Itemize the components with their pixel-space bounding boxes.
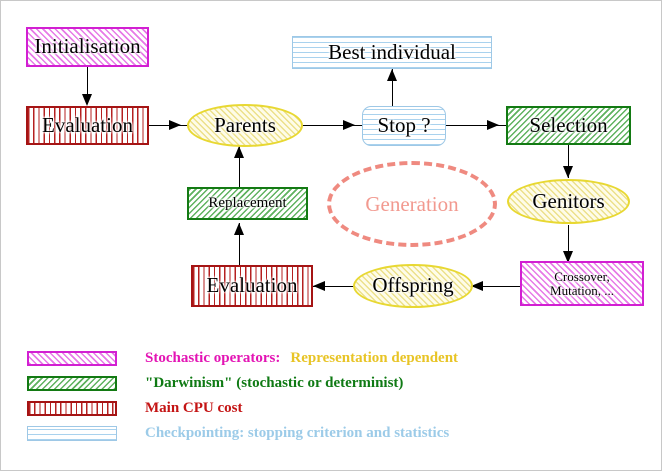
evaluation-bottom-label: Evaluation bbox=[206, 273, 298, 298]
legend-text-main-cpu-cost: Main CPU cost bbox=[145, 400, 243, 417]
crossover-mutation-label: Crossover, Mutation, ... bbox=[550, 268, 614, 298]
parents-label: Parents bbox=[214, 112, 276, 137]
arrowhead-right-selection bbox=[487, 120, 499, 130]
node-best-individual[interactable]: Best individual bbox=[292, 36, 492, 69]
arrowhead-right-parents bbox=[169, 120, 181, 130]
edge-genitors-to-crossover bbox=[568, 225, 569, 261]
node-offspring[interactable]: Offspring bbox=[353, 264, 473, 308]
arrowhead-left-evaluation-bottom bbox=[313, 281, 325, 291]
legend-label-darwinism: "Darwinism" (stochastic or determinist) bbox=[145, 374, 404, 391]
legend-row-stochastic-operators: Stochastic operators: Representation depe… bbox=[27, 347, 458, 369]
node-selection[interactable]: Selection bbox=[506, 106, 631, 145]
edge-initialisation-to-evaluation bbox=[87, 67, 88, 96]
edge-parents-to-stop bbox=[301, 125, 363, 126]
node-evaluation-bottom[interactable]: Evaluation bbox=[191, 265, 313, 307]
legend-text-stochastic-operators: Stochastic operators: Representation depe… bbox=[145, 350, 458, 367]
legend-label-main-cpu-cost: Main CPU cost bbox=[145, 399, 243, 416]
selection-label: Selection bbox=[529, 112, 608, 137]
generation-label: Generation bbox=[365, 191, 459, 216]
arrowhead-down-initialisation bbox=[82, 94, 92, 106]
arrowhead-right-stop bbox=[343, 120, 355, 130]
legend-row-main-cpu-cost: Main CPU cost bbox=[27, 397, 243, 419]
edge-offspring-to-evaluation bbox=[313, 286, 357, 287]
node-replacement[interactable]: Replacement bbox=[187, 187, 308, 220]
node-initialisation[interactable]: Initialisation bbox=[26, 27, 149, 67]
node-crossover-mutation[interactable]: Crossover, Mutation, ... bbox=[520, 261, 644, 306]
edge-crossover-to-offspring bbox=[471, 286, 523, 287]
node-stop[interactable]: Stop ? bbox=[362, 106, 446, 146]
evaluation-top-label: Evaluation bbox=[42, 112, 133, 137]
legend-swatch-magenta-hatch bbox=[27, 350, 117, 366]
stop-label: Stop ? bbox=[377, 113, 431, 138]
arrowhead-down-genitors bbox=[563, 166, 573, 178]
legend-swatch-red-vertical bbox=[27, 400, 117, 416]
legend-row-darwinism: "Darwinism" (stochastic or determinist) bbox=[27, 372, 403, 394]
legend-row-checkpointing: Checkpointing: stopping criterion and st… bbox=[27, 422, 449, 444]
legend-label-representation-dependent: Representation dependent bbox=[290, 349, 459, 366]
generation-ellipse: Generation bbox=[327, 161, 497, 247]
arrowhead-up-parents bbox=[234, 146, 244, 158]
edge-replacement-to-parents bbox=[239, 146, 240, 188]
legend-text-checkpointing: Checkpointing: stopping criterion and st… bbox=[145, 425, 449, 442]
legend-label-stochastic-operators: Stochastic operators: bbox=[145, 349, 281, 366]
arrowhead-up-replacement bbox=[234, 223, 244, 235]
edge-stop-to-selection bbox=[445, 125, 507, 126]
legend-swatch-green-hatch bbox=[27, 375, 117, 391]
node-genitors[interactable]: Genitors bbox=[507, 179, 630, 224]
edge-evaluation-to-replacement bbox=[239, 223, 240, 265]
offspring-label: Offspring bbox=[372, 273, 454, 298]
arrowhead-up-best-individual bbox=[387, 69, 397, 81]
edge-selection-to-genitors bbox=[568, 144, 569, 178]
best-individual-label: Best individual bbox=[328, 39, 456, 64]
node-evaluation-top[interactable]: Evaluation bbox=[26, 106, 149, 145]
edge-stop-to-best-individual bbox=[392, 69, 393, 107]
arrowhead-down-crossover bbox=[563, 251, 573, 263]
legend-label-checkpointing: Checkpointing: stopping criterion and st… bbox=[145, 424, 450, 441]
legend-swatch-blue-horizontal bbox=[27, 425, 117, 441]
replacement-label: Replacement bbox=[208, 194, 287, 211]
legend-text-darwinism: "Darwinism" (stochastic or determinist) bbox=[145, 375, 403, 392]
initialisation-label: Initialisation bbox=[34, 34, 141, 59]
genitors-label: Genitors bbox=[532, 188, 605, 213]
arrowhead-left-offspring bbox=[471, 281, 483, 291]
node-parents[interactable]: Parents bbox=[187, 104, 303, 147]
